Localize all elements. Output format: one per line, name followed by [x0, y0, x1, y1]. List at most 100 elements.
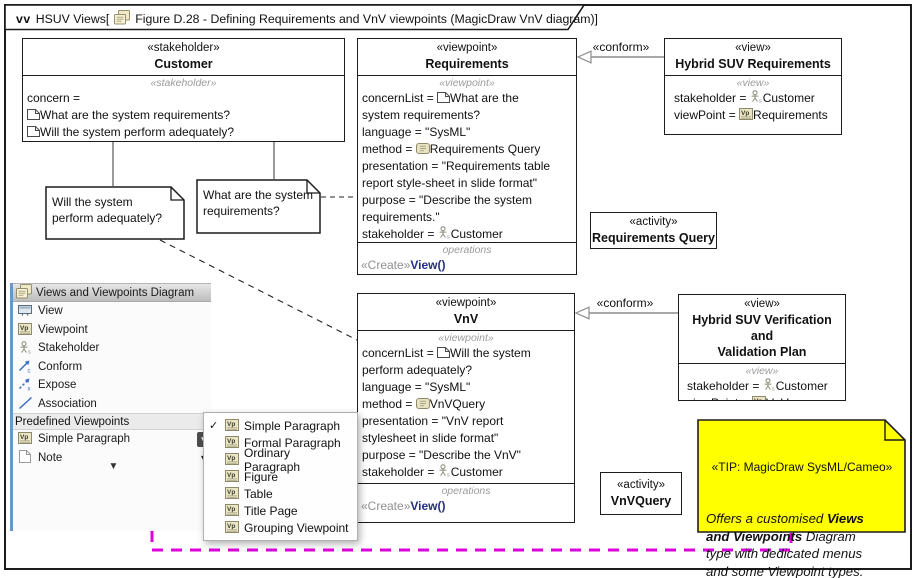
attribute-line: Will the system perform adequately? — [27, 124, 338, 141]
requirements-operations: operations «Create»View() — [358, 242, 576, 274]
stakeholder-icon: s — [438, 464, 451, 481]
svg-text:Vp: Vp — [20, 434, 28, 441]
svg-text:Vp: Vp — [741, 110, 749, 117]
svg-text:Vp: Vp — [227, 420, 235, 427]
tip-note-text: «TIP: MagicDraw SysML/Cameo» Offers a cu… — [697, 419, 906, 578]
attr-value: VnV — [766, 396, 789, 400]
attr-text: stakeholder = — [362, 227, 438, 241]
attr-text: stakeholder = — [674, 91, 750, 105]
customer-attributes: concern =What are the system requirement… — [23, 90, 344, 141]
attr-value: What are the system requirements? — [362, 91, 519, 122]
vnv-header: «viewpoint» VnV — [358, 294, 574, 331]
attribute-line: concern = — [27, 90, 338, 107]
attr-text: concern = — [27, 91, 81, 105]
customer-name: Customer — [154, 57, 213, 71]
vnv-viewpoint-box[interactable]: «viewpoint» VnV «viewpoint» concernList … — [357, 293, 575, 523]
hybrid-suv-requirements-view-box[interactable]: «view» Hybrid SUV Requirements «view» st… — [664, 38, 842, 135]
attr-text: language = "SysML" — [362, 125, 471, 139]
attr-text: method = — [362, 397, 416, 411]
vp-icon: Vp — [225, 503, 239, 518]
operation-line: «Create»View() — [358, 257, 576, 273]
toolbar-header[interactable]: Views and Viewpoints Diagram — [13, 283, 211, 302]
diagram-icon — [16, 284, 32, 301]
attr-text: concernList = — [362, 91, 438, 105]
activity-icon — [415, 141, 430, 158]
vnv-query-activity-box[interactable]: «activity» VnVQuery — [600, 472, 682, 515]
toolbar-section-predefined-viewpoints: Predefined Viewpoints — [13, 413, 211, 430]
requirements-stereotype: «viewpoint» — [436, 42, 498, 54]
tip-text-plain: Diagram type with dedicated menus and so… — [706, 528, 864, 578]
note-will-the-system[interactable]: Will the system perform adequately? — [45, 186, 185, 240]
customer-stakeholder-box[interactable]: «stakeholder» Customer «stakeholder» con… — [22, 38, 345, 142]
attribute-line: presentation = "Requirements table repor… — [362, 158, 570, 192]
stakeholder-icon: s — [763, 378, 776, 395]
req-query-name: Requirements Query — [592, 231, 715, 245]
stakeholder-icon: s — [438, 226, 451, 242]
attr-text: stakeholder = — [362, 465, 438, 479]
attr-value: Customer — [762, 91, 815, 105]
item-label: Note — [38, 451, 63, 464]
svg-text:c: c — [27, 368, 30, 373]
attr-text: purpose = "Describe the system requireme… — [362, 193, 533, 224]
attr-value: Will the system perform adequately? — [40, 125, 235, 139]
attr-text: language = "SysML" — [362, 380, 471, 394]
attr-text: concernList = — [362, 346, 438, 360]
section-label: Predefined Viewpoints — [15, 415, 130, 428]
note-icon — [437, 90, 451, 107]
operation-line: «Create»View() — [358, 498, 574, 514]
toolbar-item-view[interactable]: View — [13, 302, 211, 321]
hybrid-suv-vnv-plan-view-box[interactable]: «view» Hybrid SUV Verification and Valid… — [678, 294, 846, 401]
svg-text:Vp: Vp — [20, 325, 28, 332]
attr-text: viewPoint = — [687, 396, 752, 400]
svg-text:s: s — [772, 387, 775, 391]
vp-icon: Vp — [225, 418, 239, 433]
tip-note[interactable]: «TIP: MagicDraw SysML/Cameo» Offers a cu… — [697, 419, 906, 578]
requirements-query-activity-box[interactable]: «activity» Requirements Query — [590, 212, 717, 249]
view-icon — [17, 304, 33, 318]
svg-text:Vp: Vp — [227, 437, 235, 444]
vp-icon: Vp — [17, 322, 33, 337]
note-what-are-requirements[interactable]: What are the system requirements? — [196, 179, 321, 234]
attribute-line: presentation = "VnV report stylesheet in… — [362, 413, 568, 447]
tip-body: Offers a customised Views and Viewpoints… — [706, 510, 898, 578]
operation-name: View() — [410, 499, 446, 513]
svg-text:s: s — [28, 349, 31, 353]
note-icon — [437, 345, 451, 362]
attribute-line: concernList = Will the system perform ad… — [362, 345, 568, 379]
item-label: Grouping Viewpoint — [244, 520, 349, 535]
hybrid-req-compartment-label: «view» — [736, 77, 770, 89]
vnv-attributes: concernList = Will the system perform ad… — [358, 345, 574, 483]
requirements-viewpoint-box[interactable]: «viewpoint» Requirements «viewpoint» con… — [357, 38, 577, 275]
toolbar-scroll-down-arrow[interactable]: ▼ — [108, 461, 119, 472]
requirements-compartment-label: «viewpoint» — [439, 77, 495, 89]
operation-stereotype: «Create» — [361, 499, 411, 513]
diagram-tab[interactable]: vv HSUV Views[ Figure D.28 - Defining Re… — [4, 4, 598, 31]
attribute-line: language = "SysML" — [362, 124, 570, 141]
stakeholder-icon: s — [17, 340, 33, 356]
hybrid-vnv-header: «view» Hybrid SUV Verification and Valid… — [679, 295, 845, 364]
diagram-kind-label: vv — [16, 11, 31, 26]
page-icon — [17, 450, 33, 465]
note-shape — [45, 186, 185, 240]
attr-text: presentation = "VnV report stylesheet in… — [362, 414, 504, 445]
attr-text: method = — [362, 142, 416, 156]
toolbar-item-association[interactable]: Association — [13, 395, 211, 414]
req-query-stereotype: «activity» — [629, 216, 678, 228]
vp-icon: Vp — [225, 486, 239, 501]
